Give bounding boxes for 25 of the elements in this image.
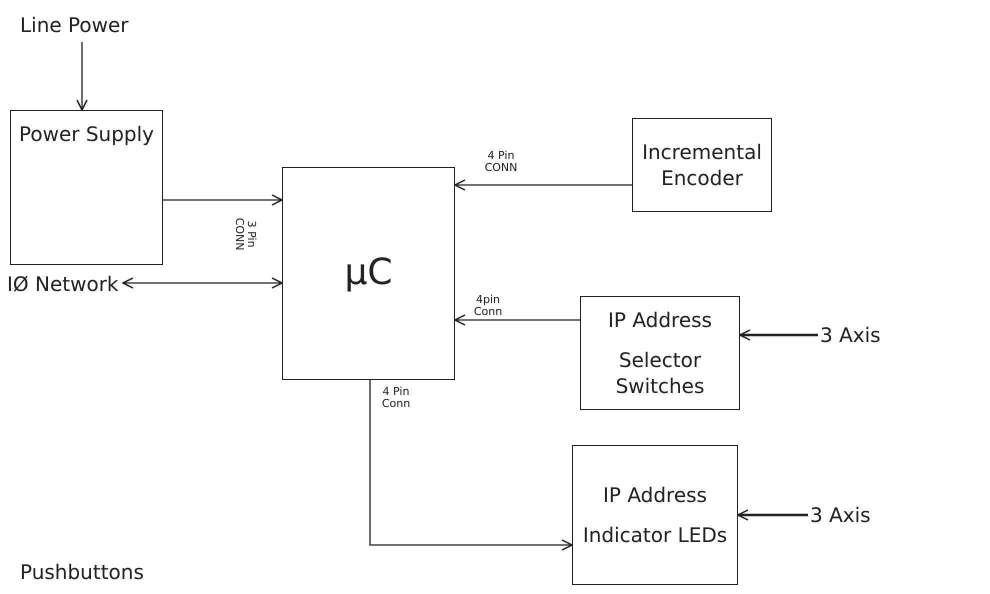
arrow bbox=[454, 179, 632, 191]
arrow bbox=[163, 194, 283, 206]
block-box bbox=[10, 110, 163, 265]
arrow bbox=[369, 380, 573, 551]
node-text: IP Address bbox=[608, 307, 712, 333]
arrow bbox=[76, 42, 88, 111]
arrow bbox=[737, 509, 808, 521]
arrow bbox=[454, 314, 580, 326]
block-box bbox=[580, 296, 740, 410]
node-text: μC bbox=[344, 251, 393, 296]
node-text: Line Power bbox=[20, 12, 129, 38]
node-text: Indicator LEDs bbox=[582, 522, 728, 548]
node-text: Incremental Encoder bbox=[641, 139, 763, 191]
block-box bbox=[632, 118, 772, 212]
block-box bbox=[282, 167, 455, 380]
arrow bbox=[122, 277, 283, 289]
node-text: 3 Axis bbox=[820, 322, 881, 348]
node-text: Power Supply bbox=[19, 121, 154, 147]
node-text: 3 Axis bbox=[810, 502, 871, 528]
note-text: Pushbuttons bbox=[20, 560, 144, 584]
arrow bbox=[739, 329, 818, 341]
block-box bbox=[572, 445, 738, 585]
node-text: IP Address bbox=[603, 482, 707, 508]
node-text: Selector Switches bbox=[614, 347, 706, 399]
node-text: IØ Network bbox=[7, 271, 119, 297]
